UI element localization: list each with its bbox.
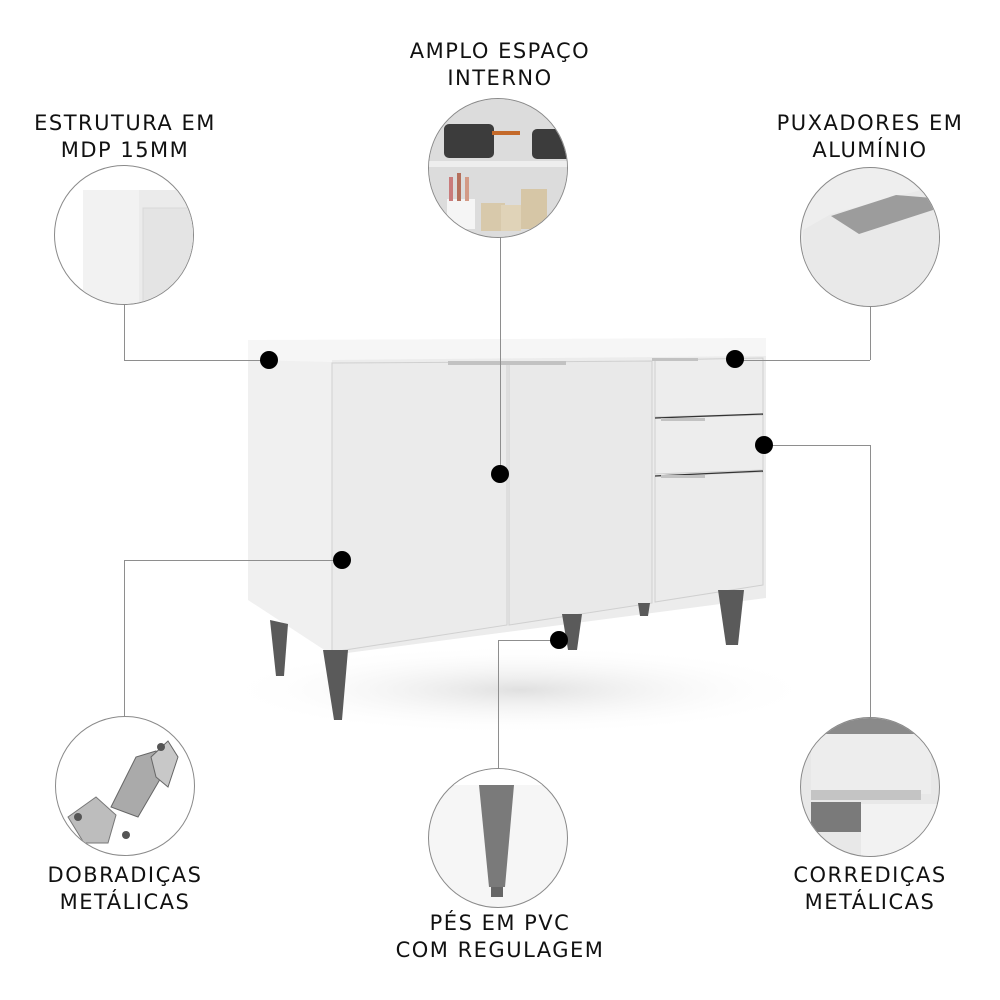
detail-space: [428, 98, 568, 238]
detail-structure: [54, 165, 194, 305]
detail-feet: [428, 768, 568, 908]
drawer-3: [654, 471, 764, 603]
left-door: [331, 361, 508, 653]
detail-handles: [800, 167, 940, 307]
drawer-1: [654, 357, 764, 418]
leg-front-right: [718, 590, 744, 645]
right-door: [508, 360, 653, 626]
hotspot-hinges[interactable]: [333, 551, 351, 569]
hotspot-feet[interactable]: [550, 631, 568, 649]
drawer-2: [654, 414, 764, 475]
hotspot-structure[interactable]: [260, 351, 278, 369]
door-handle: [448, 361, 566, 365]
leg-back-left: [270, 620, 288, 676]
detail-hinges: [55, 716, 195, 856]
detail-slides: [800, 717, 940, 857]
cabinet-side-panel: [248, 340, 332, 655]
hotspot-space[interactable]: [491, 465, 509, 483]
hotspot-handles[interactable]: [726, 350, 744, 368]
leg-front-left: [323, 650, 348, 720]
hotspot-slides[interactable]: [755, 436, 773, 454]
